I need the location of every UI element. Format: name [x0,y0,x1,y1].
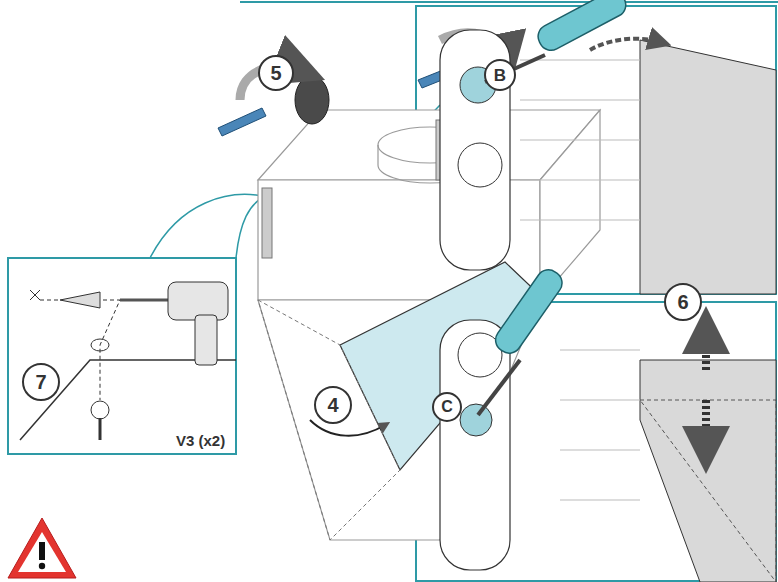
drill-detail [20,282,236,440]
detail-frame [8,258,236,454]
bracket [218,60,472,136]
hood-body [258,110,600,540]
callout-number: C [441,399,453,415]
stud [262,188,272,258]
callout-number: B [494,67,506,84]
callout-circle: B [484,59,516,91]
detail-frame [416,302,776,581]
callout-circle: 5 [258,55,294,91]
callout-number: 6 [677,292,688,312]
frame-rule [240,1,778,3]
warning-symbol [8,518,76,578]
hook-detail [440,30,776,294]
callout-circle: C [432,392,462,422]
motion-arrow [310,420,385,436]
screwdriver [478,265,567,415]
leader-line [150,194,262,258]
callout-circle: 6 [664,283,702,321]
panel-outline [258,300,400,540]
hook-detail [440,320,776,582]
callout-number: 7 [35,372,46,392]
part-label: V3 (x2) [176,432,225,449]
callout-number: 5 [270,63,281,83]
callout-circle: 7 [22,363,60,401]
callout-circle: 4 [314,386,352,424]
callout-number: 4 [327,395,338,415]
filter-disc [295,76,329,124]
